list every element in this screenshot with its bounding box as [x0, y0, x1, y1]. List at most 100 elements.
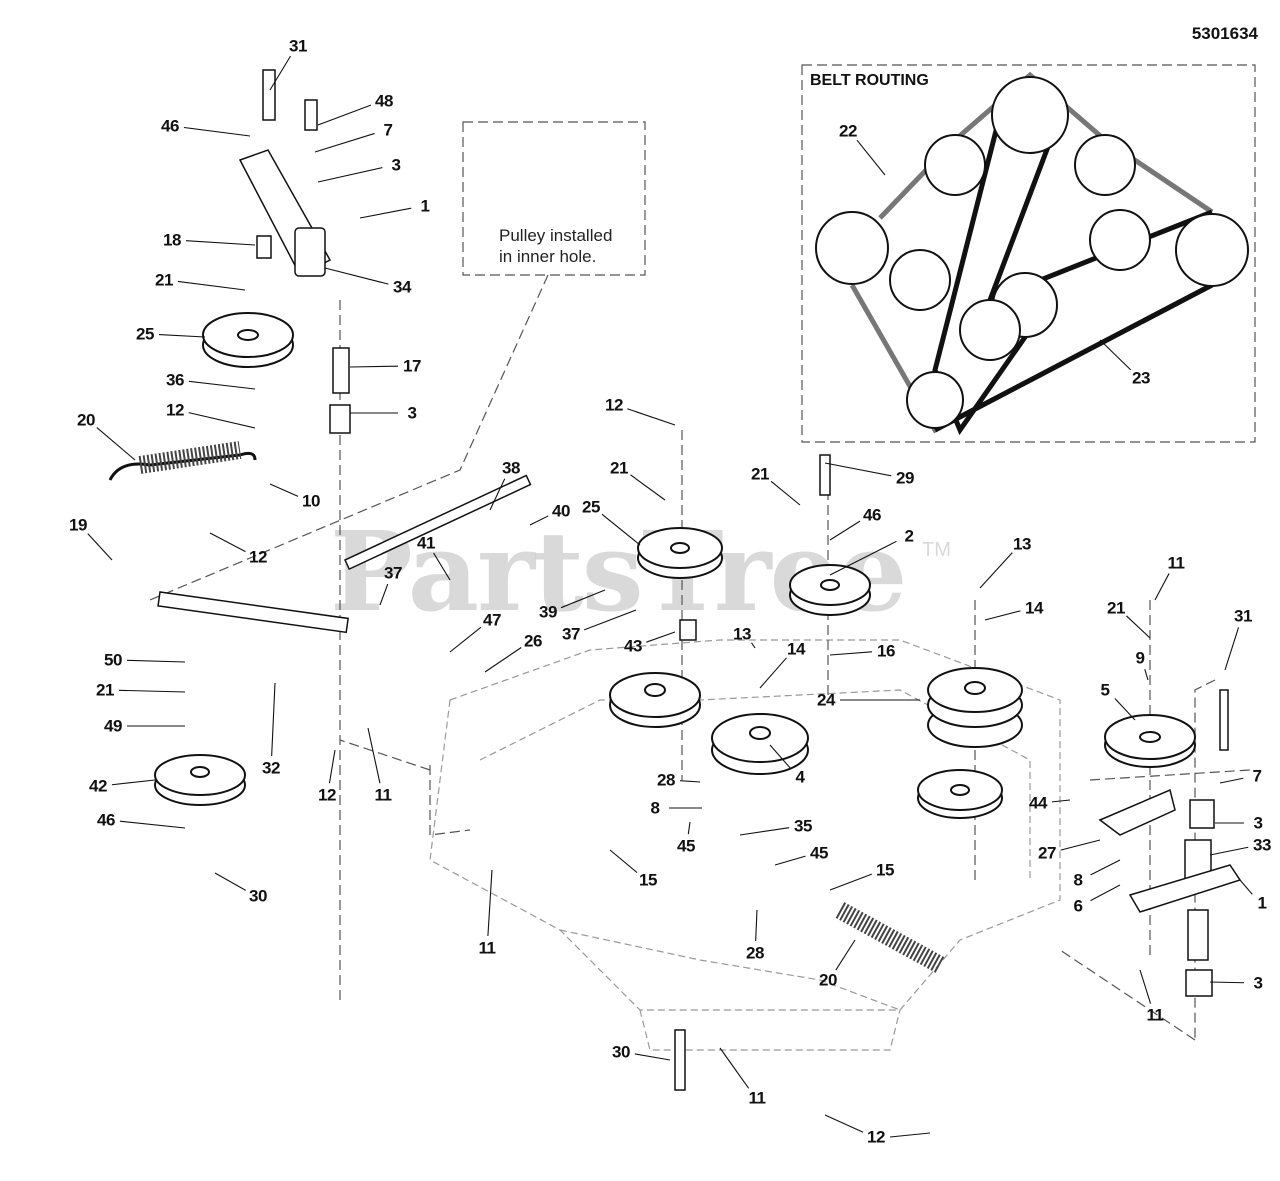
callout-part-25[interactable]: 25 — [582, 497, 600, 517]
callout-part-4[interactable]: 4 — [795, 767, 805, 787]
callout-part-28[interactable]: 28 — [657, 770, 675, 790]
callout-part-37[interactable]: 37 — [384, 563, 402, 583]
callout-part-1[interactable]: 1 — [1257, 893, 1267, 913]
callout-part-46[interactable]: 46 — [97, 810, 115, 830]
callout-part-1[interactable]: 1 — [420, 196, 430, 216]
leader-line — [1219, 777, 1244, 784]
leader-line — [1099, 339, 1132, 371]
leader-line — [96, 427, 136, 461]
callout-part-31[interactable]: 31 — [1234, 606, 1252, 626]
callout-part-6[interactable]: 6 — [1073, 896, 1083, 916]
callout-part-12[interactable]: 12 — [166, 400, 184, 420]
callout-part-3[interactable]: 3 — [1253, 973, 1263, 993]
leader-line — [751, 642, 756, 649]
callout-part-43[interactable]: 43 — [624, 636, 642, 656]
leader-line — [1051, 799, 1071, 803]
callout-part-44[interactable]: 44 — [1029, 793, 1047, 813]
callout-part-12[interactable]: 12 — [867, 1127, 885, 1147]
callout-part-15[interactable]: 15 — [639, 870, 657, 890]
callout-part-24[interactable]: 24 — [817, 690, 835, 710]
callout-part-2[interactable]: 2 — [904, 526, 914, 546]
callout-part-9[interactable]: 9 — [1135, 648, 1145, 668]
callout-part-3[interactable]: 3 — [1253, 813, 1263, 833]
callout-part-27[interactable]: 27 — [1038, 843, 1056, 863]
callout-part-12[interactable]: 12 — [318, 785, 336, 805]
callout-part-7[interactable]: 7 — [383, 120, 393, 140]
leader-line — [630, 474, 666, 501]
callout-part-20[interactable]: 20 — [819, 970, 837, 990]
callout-part-42[interactable]: 42 — [89, 776, 107, 796]
callout-part-13[interactable]: 13 — [733, 624, 751, 644]
callout-part-45[interactable]: 45 — [677, 836, 695, 856]
callout-part-46[interactable]: 46 — [161, 116, 179, 136]
inset-note-line1: Pulley installed — [499, 226, 613, 245]
callout-part-16[interactable]: 16 — [877, 641, 895, 661]
callout-part-31[interactable]: 31 — [289, 36, 307, 56]
callout-part-40[interactable]: 40 — [552, 501, 570, 521]
callout-part-28[interactable]: 28 — [746, 943, 764, 963]
callout-part-29[interactable]: 29 — [896, 468, 914, 488]
callout-part-30[interactable]: 30 — [612, 1042, 630, 1062]
leader-line — [1209, 846, 1249, 856]
callout-part-23[interactable]: 23 — [1132, 368, 1150, 388]
leader-line — [185, 240, 256, 246]
callout-part-49[interactable]: 49 — [104, 716, 122, 736]
callout-part-46[interactable]: 46 — [863, 505, 881, 525]
callout-part-25[interactable]: 25 — [136, 324, 154, 344]
leader-line — [856, 139, 886, 176]
callout-part-41[interactable]: 41 — [417, 533, 435, 553]
callout-part-11[interactable]: 11 — [374, 785, 392, 805]
callout-part-35[interactable]: 35 — [794, 816, 812, 836]
callout-part-3[interactable]: 3 — [407, 403, 417, 423]
callout-part-32[interactable]: 32 — [262, 758, 280, 778]
callout-part-39[interactable]: 39 — [539, 602, 557, 622]
callout-part-33[interactable]: 33 — [1253, 835, 1271, 855]
callout-part-48[interactable]: 48 — [375, 91, 393, 111]
callout-part-18[interactable]: 18 — [163, 230, 181, 250]
callout-part-50[interactable]: 50 — [104, 650, 122, 670]
callout-part-11[interactable]: 11 — [1167, 553, 1185, 573]
callout-part-5[interactable]: 5 — [1100, 680, 1110, 700]
callout-part-19[interactable]: 19 — [69, 515, 87, 535]
leader-line — [824, 1114, 864, 1133]
callout-part-30[interactable]: 30 — [249, 886, 267, 906]
leader-line — [119, 820, 186, 829]
callout-part-17[interactable]: 17 — [403, 356, 421, 376]
callout-part-8[interactable]: 8 — [1073, 870, 1083, 890]
callout-part-22[interactable]: 22 — [839, 121, 857, 141]
leader-line — [1239, 879, 1253, 895]
callout-part-37[interactable]: 37 — [562, 624, 580, 644]
callout-part-26[interactable]: 26 — [524, 631, 542, 651]
leader-line — [835, 939, 856, 971]
callout-part-11[interactable]: 11 — [1146, 1005, 1164, 1025]
diagram-number: 5301634 — [1191, 24, 1258, 43]
callout-part-12[interactable]: 12 — [605, 395, 623, 415]
callout-part-12[interactable]: 12 — [249, 547, 267, 567]
callout-part-38[interactable]: 38 — [502, 458, 520, 478]
callout-part-3[interactable]: 3 — [391, 155, 401, 175]
leader-line — [687, 821, 691, 835]
callout-part-11[interactable]: 11 — [748, 1088, 766, 1108]
callout-part-8[interactable]: 8 — [650, 798, 660, 818]
callout-part-14[interactable]: 14 — [787, 639, 805, 659]
callout-part-15[interactable]: 15 — [876, 860, 894, 880]
callout-part-14[interactable]: 14 — [1025, 598, 1043, 618]
leader-line — [627, 408, 676, 426]
callout-part-45[interactable]: 45 — [810, 843, 828, 863]
callout-part-20[interactable]: 20 — [77, 410, 95, 430]
callout-part-47[interactable]: 47 — [483, 610, 501, 630]
callout-part-21[interactable]: 21 — [96, 680, 114, 700]
leader-line — [324, 267, 389, 285]
leader-line — [829, 540, 897, 576]
callout-part-21[interactable]: 21 — [610, 458, 628, 478]
callout-part-7[interactable]: 7 — [1252, 766, 1262, 786]
callout-part-21[interactable]: 21 — [751, 464, 769, 484]
callout-part-21[interactable]: 21 — [155, 270, 173, 290]
callout-part-10[interactable]: 10 — [302, 491, 320, 511]
callout-part-13[interactable]: 13 — [1013, 534, 1031, 554]
leader-line — [118, 689, 186, 693]
callout-part-11[interactable]: 11 — [478, 938, 496, 958]
callout-part-21[interactable]: 21 — [1107, 598, 1125, 618]
callout-part-36[interactable]: 36 — [166, 370, 184, 390]
callout-part-34[interactable]: 34 — [393, 277, 411, 297]
